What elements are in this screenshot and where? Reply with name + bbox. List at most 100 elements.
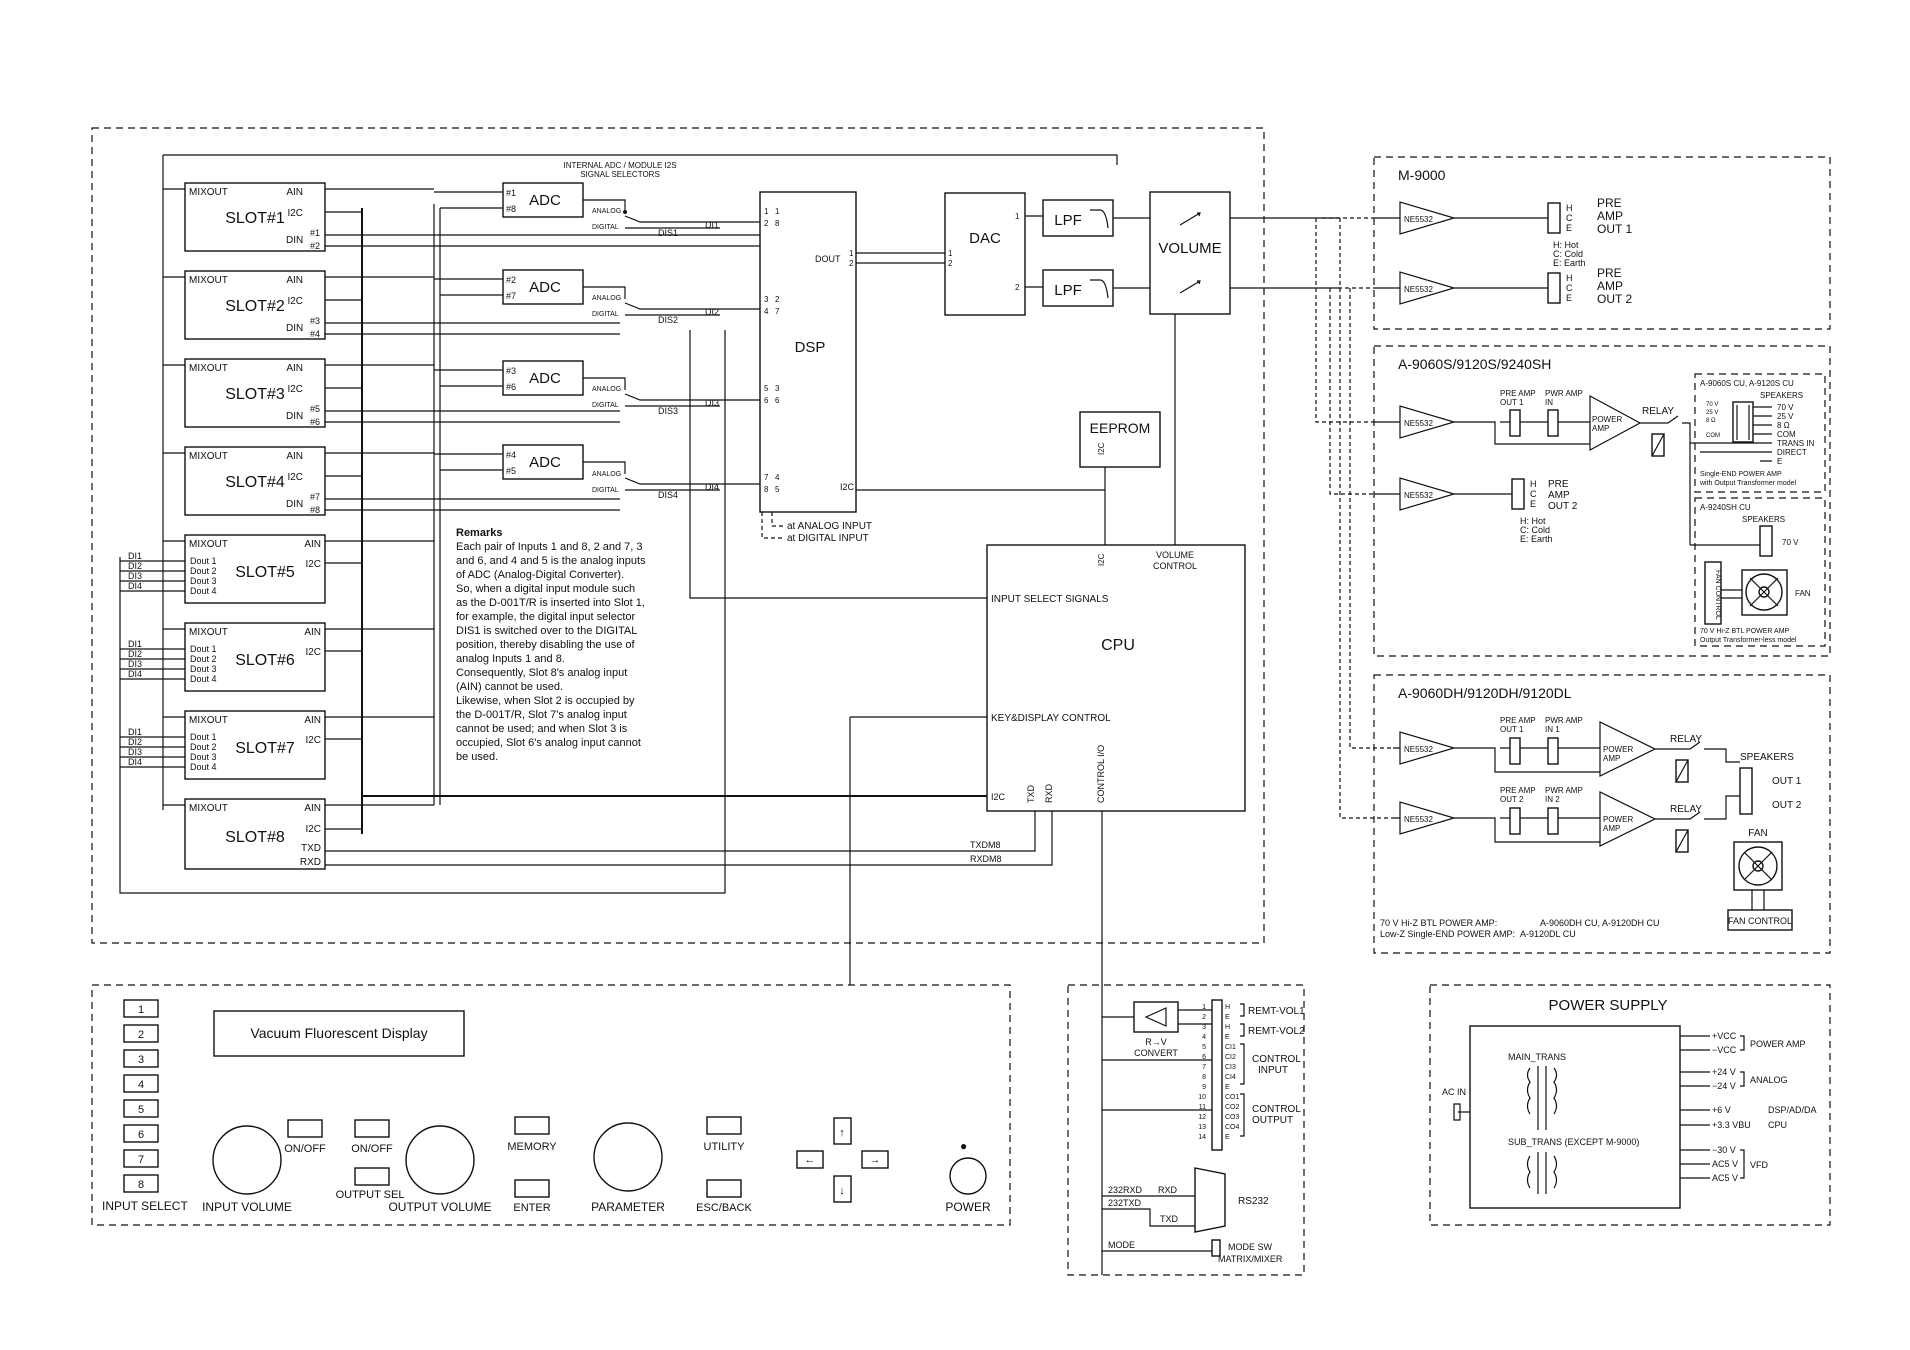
slot-ain-label: AIN	[286, 451, 303, 462]
right-arrow-icon: →	[870, 1154, 881, 1166]
input-select-buttons: 1 2 3 4 5 6 7 8 INPUT SELECT	[102, 999, 188, 1213]
slot-i2c-label: I2C	[305, 647, 321, 658]
a9060s-channel-1: NE5532 PRE AMP OUT 1 PWR AMP IN POWER AM…	[1374, 389, 1691, 545]
digital-input-note: at DIGITAL INPUT	[787, 533, 869, 544]
output-volume-label: OUTPUT VOLUME	[388, 1200, 491, 1214]
ain-b-bus	[439, 207, 503, 805]
dsp-pin: 8	[775, 219, 780, 228]
input-button-8[interactable]	[123, 1174, 159, 1193]
rail-group: POWER AMP	[1750, 1039, 1806, 1049]
output-onoff-button[interactable]	[354, 1119, 390, 1138]
slot-mixout-label: MIXOUT	[189, 627, 228, 638]
adc-input-a: #4	[506, 450, 516, 460]
di-label: DI2	[128, 737, 142, 747]
m9000-title: M-9000	[1398, 167, 1446, 183]
cpu-label: CPU	[1101, 637, 1135, 654]
slot-din-port-2: #8	[310, 505, 320, 515]
adc-4: ADC #4 #5	[502, 444, 584, 480]
io-pin-label: E	[1225, 1084, 1230, 1091]
input-volume-knob[interactable]	[212, 1125, 282, 1195]
rs232rxd-label: 232RXD	[1108, 1185, 1143, 1195]
slot-i2c-label: I2C	[305, 559, 321, 570]
lpf-label: LPF	[1054, 212, 1082, 229]
power-button[interactable]	[949, 1157, 987, 1195]
input-button-label: 4	[138, 1079, 144, 1091]
legend-cold: C: Cold	[1553, 249, 1583, 259]
output-dashed-lines	[1315, 217, 1393, 819]
dsp-pin: 5	[775, 485, 780, 494]
btl-2: Output Transformer-less model	[1700, 637, 1797, 644]
left-arrow-button[interactable]	[796, 1150, 824, 1169]
slot-mixout-label: MIXOUT	[189, 275, 228, 286]
io-pin-label: CO2	[1225, 1104, 1240, 1111]
pin-e: E	[1530, 499, 1536, 509]
btl-1: 70 V Hi-Z BTL POWER AMP	[1700, 628, 1790, 635]
dsp-pin: 4	[764, 307, 769, 316]
up-arrow-button[interactable]	[833, 1117, 852, 1145]
input-button-6[interactable]	[123, 1124, 159, 1143]
input-button-label: 6	[138, 1129, 144, 1141]
sh-speakers: SPEAKERS	[1742, 515, 1785, 524]
adc-label: ADC	[529, 454, 561, 471]
io-pin-number: 10	[1198, 1094, 1206, 1101]
pin-e: E	[1566, 293, 1572, 303]
remarks-line: Each pair of Inputs 1 and 8, 2 and 7, 3	[456, 541, 643, 553]
convert-label: CONVERT	[1134, 1048, 1178, 1058]
front-panel-frame	[91, 984, 1011, 1226]
input-button-2[interactable]	[123, 1024, 159, 1043]
rail-label: +24 V	[1712, 1067, 1736, 1077]
io-pin-number: 6	[1202, 1054, 1206, 1061]
enter-label: ENTER	[513, 1202, 550, 1214]
right-arrow-button[interactable]	[861, 1150, 889, 1169]
selector-digital: DIGITAL	[592, 224, 619, 231]
dh-speakers: SPEAKERS	[1740, 752, 1794, 763]
esc-back-button[interactable]	[706, 1179, 742, 1198]
memory-button[interactable]	[514, 1116, 550, 1135]
power-amp-1: POWER	[1603, 745, 1633, 754]
input-button-label: 8	[138, 1179, 144, 1191]
top-bus-line	[163, 154, 1118, 165]
ne5532-label: NE5532	[1404, 815, 1433, 824]
slot-2: MIXOUT AIN I2C SLOT#2 DIN #3 #4	[163, 270, 620, 340]
sub-trans-label: SUB_TRANS (EXCEPT M-9000)	[1508, 1137, 1639, 1147]
rail-label: +6 V	[1712, 1105, 1731, 1115]
ne5532-label: NE5532	[1404, 419, 1433, 428]
control-output-2: OUTPUT	[1252, 1115, 1293, 1126]
input-button-7[interactable]	[123, 1149, 159, 1168]
a9060s-channel-2: NE5532 H C E PRE AMP OUT 2 H: Hot C: Col…	[1374, 477, 1578, 544]
slot-din-port-1: #7	[310, 492, 320, 502]
input-button-1[interactable]	[123, 999, 159, 1018]
slot-dout-4: Dout 4	[190, 762, 217, 772]
pre-amp-out-2: OUT 1	[1500, 725, 1524, 734]
enter-button[interactable]	[514, 1179, 550, 1198]
di-label: DI3	[705, 398, 719, 408]
io-pin-label: CI2	[1225, 1054, 1236, 1061]
di-return-bus	[119, 330, 726, 894]
power-amp-2: AMP	[1592, 424, 1609, 433]
volume-label: VOLUME	[1158, 240, 1221, 257]
remarks-line: (AIN) cannot be used.	[456, 681, 563, 693]
input-onoff-button[interactable]	[287, 1119, 323, 1138]
adc-input-b: #5	[506, 466, 516, 476]
adc-label: ADC	[529, 192, 561, 209]
pin-h: H	[1566, 273, 1573, 283]
slot-4: MIXOUT AIN I2C SLOT#4 DIN #7 #8	[163, 446, 620, 516]
dh-note-1-label: 70 V Hi-Z BTL POWER AMP:	[1380, 918, 1497, 928]
input-button-4[interactable]	[123, 1074, 159, 1093]
output-sel-button[interactable]	[354, 1167, 390, 1186]
a9060dh-channel-1: NE5532 PRE AMP OUT 1 PWR AMP IN 1 POWER …	[1393, 716, 1740, 783]
utility-button[interactable]	[706, 1116, 742, 1135]
input-button-3[interactable]	[123, 1049, 159, 1068]
down-arrow-button[interactable]	[833, 1175, 852, 1203]
input-button-5[interactable]	[123, 1099, 159, 1118]
control-input-2: INPUT	[1258, 1065, 1288, 1076]
dsp-dout-label: DOUT	[815, 254, 841, 264]
dh-out-2: OUT 2	[1772, 800, 1802, 811]
pwr-amp-in-2: IN 1	[1545, 725, 1560, 734]
output-volume-knob[interactable]	[405, 1125, 475, 1195]
power-rails: +VCC −VCC POWER AMP +24 V −24 V ANALOG +…	[1680, 1031, 1817, 1183]
remarks-line: occupied, Slot 6's analog input cannot	[456, 737, 641, 749]
parameter-knob[interactable]	[593, 1122, 663, 1192]
input-button-label: 5	[138, 1104, 144, 1116]
cpu: CPU I2C VOLUME CONTROL INPUT SELECT SIGN…	[986, 544, 1246, 812]
